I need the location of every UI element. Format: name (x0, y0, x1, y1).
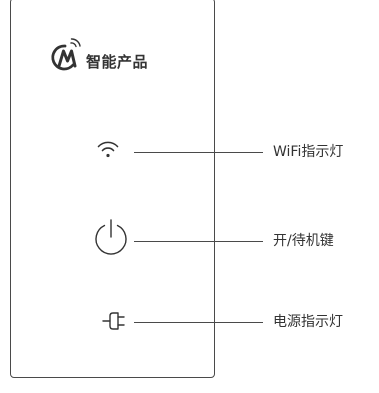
callout-wifi-indicator: WiFi指示灯 (0, 131, 379, 171)
leader-line (134, 322, 263, 323)
callout-power-indicator: 电源指示灯 (0, 301, 379, 341)
wifi-icon (97, 141, 119, 158)
power-button-label: 开/待机键 (273, 233, 334, 249)
power-plug-icon (102, 312, 125, 330)
power-indicator-label: 电源指示灯 (273, 314, 343, 330)
leader-line (134, 241, 263, 242)
brand-name: 智能产品 (86, 52, 149, 71)
device-panel-outline (10, 0, 215, 378)
brand: 智能产品 (44, 36, 148, 76)
power-icon (95, 219, 127, 255)
leader-line (134, 152, 263, 153)
wifi-indicator-label: WiFi指示灯 (273, 144, 344, 160)
brand-m-logo-icon (51, 38, 81, 71)
callout-power-button: 开/待机键 (0, 218, 379, 258)
